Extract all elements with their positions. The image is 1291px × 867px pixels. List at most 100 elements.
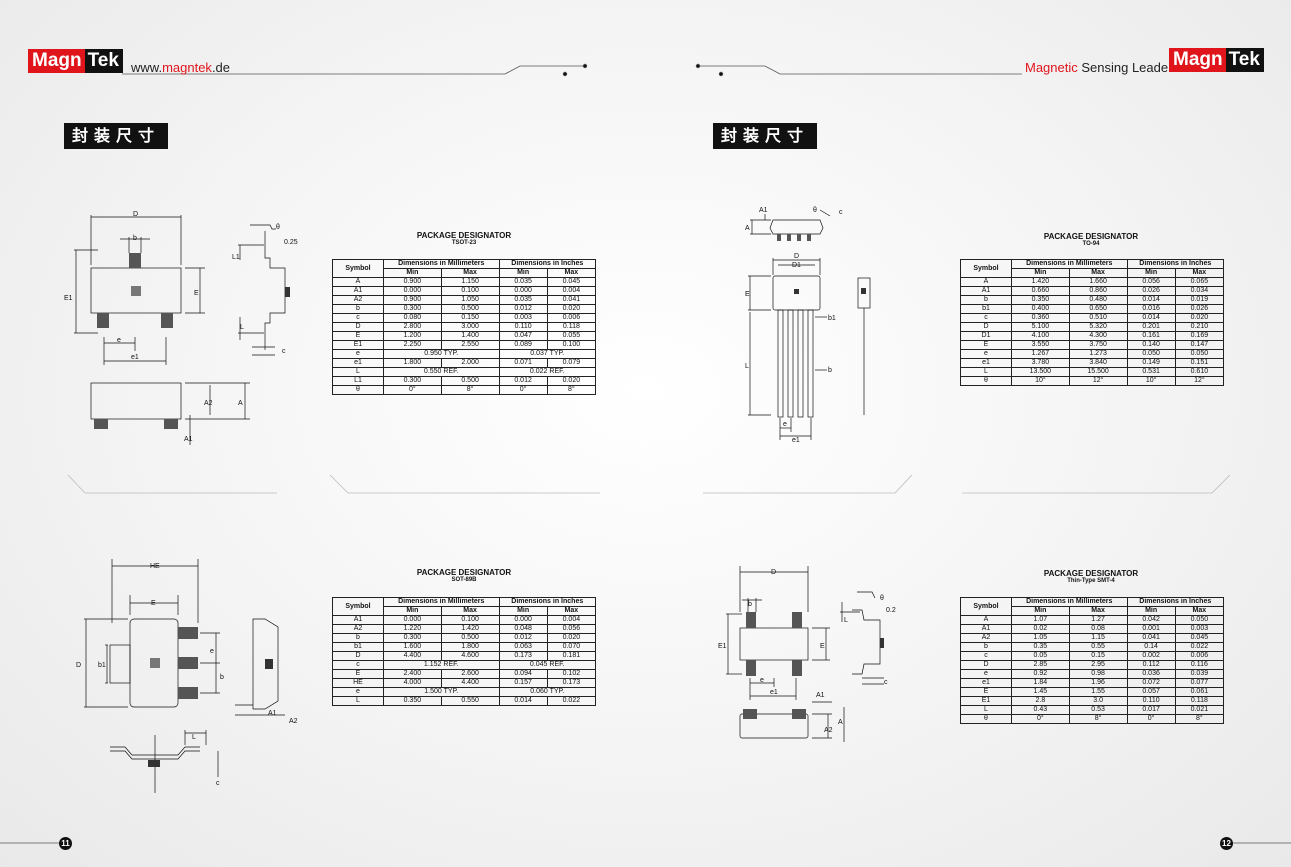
cell-inch-max: 0.020	[546, 376, 597, 386]
cell-inch-min: 0.173	[498, 651, 548, 661]
logo-tek: Tek	[1225, 48, 1264, 72]
tagline-black: Sensing Leader	[1077, 60, 1173, 75]
sot89b-dim-e: e	[210, 648, 214, 655]
cell-inch-min: 0.112	[1126, 660, 1176, 670]
cell-inch-max: 0.020	[546, 304, 597, 314]
cell-inch-max: 0.055	[546, 331, 597, 341]
cell-symbol: D	[960, 660, 1012, 670]
cell-symbol: D1	[960, 331, 1012, 341]
cell-inch-max: 0.102	[546, 669, 597, 679]
tsot23-dim-theta: θ	[276, 224, 280, 231]
cell-inch-min: 0.035	[498, 277, 548, 287]
cell-inch-max: 0.181	[546, 651, 597, 661]
sot89b-dim-b1: b1	[98, 662, 106, 669]
cell-mm-max: 3.750	[1068, 340, 1128, 350]
sot89b-dim-L: L	[192, 734, 196, 741]
to94-title: PACKAGE DESIGNATOR	[1043, 232, 1139, 241]
cell-inch-max: 0.151	[1174, 358, 1225, 368]
cell-mm-min: 0.900	[383, 277, 442, 287]
smt4-dim-b: b	[748, 601, 752, 608]
cell-inch-min: 0.042	[1126, 615, 1176, 625]
cell-mm-typ: 1.152 REF.	[383, 660, 500, 670]
cell-inch-min: 0.063	[498, 642, 548, 652]
cell-mm-min: 2.250	[383, 340, 442, 350]
min-header: Min	[1126, 268, 1176, 278]
tsot23-dim-A: A	[238, 400, 243, 407]
tsot23-dim-b: b	[133, 235, 137, 242]
cell-mm-max: 0.650	[1068, 304, 1128, 314]
cell-inch-max: 0.056	[546, 624, 597, 634]
tsot23-dim-E: E	[194, 290, 199, 297]
cell-symbol: b1	[332, 642, 384, 652]
cell-inch-min: 0.016	[1126, 304, 1176, 314]
cell-symbol: A	[960, 277, 1012, 287]
max-header: Max	[1174, 268, 1225, 278]
cell-mm-min: 2.800	[383, 322, 442, 332]
cell-inch-min: 0.041	[1126, 633, 1176, 643]
cell-inch-min: 0.048	[498, 624, 548, 634]
cell-inch-min: 0.012	[498, 376, 548, 386]
cell-inch-max: 0.118	[546, 322, 597, 332]
website-url[interactable]: www.magntek.de	[131, 60, 230, 75]
max-header: Max	[1174, 606, 1225, 616]
page-number-left: 11	[59, 837, 72, 850]
cell-symbol: A	[332, 277, 384, 287]
cell-inch-max: 8°	[1174, 714, 1225, 724]
smt4-dim-L: L	[844, 617, 848, 624]
max-header: Max	[546, 606, 597, 616]
tsot23-package: TSOT-23	[451, 240, 477, 246]
url-brand: magntek	[162, 60, 212, 75]
min-header: Min	[383, 606, 442, 616]
cell-mm-min: 0.350	[383, 696, 442, 706]
cell-inch-min: 0.003	[498, 313, 548, 323]
cell-symbol: c	[332, 313, 384, 323]
cell-symbol: b	[332, 304, 384, 314]
to94-dim-b1: b1	[828, 315, 836, 322]
cell-inch-min: 0.149	[1126, 358, 1176, 368]
cell-inch-min: 10°	[1126, 376, 1176, 386]
sot89b-dim-c: c	[216, 780, 220, 787]
cell-inch-min: 0.072	[1126, 678, 1176, 688]
cell-mm-max: 3.840	[1068, 358, 1128, 368]
tsot23-dim-e: e	[117, 337, 121, 344]
min-header: Min	[498, 606, 548, 616]
tagline-red: Magnetic	[1025, 60, 1078, 75]
cell-inch-min: 0°	[1126, 714, 1176, 724]
cell-inch-max: 8°	[546, 385, 597, 395]
url-suffix: .de	[211, 60, 231, 75]
sot89b-dim-A2: A2	[289, 718, 298, 725]
to94-dim-A: A	[745, 225, 750, 232]
cell-inch-max: 0.041	[546, 295, 597, 305]
cell-mm-max: 0.98	[1068, 669, 1128, 679]
cell-inch-min: 0.000	[498, 615, 548, 625]
smt4-dim-A2: A2	[824, 727, 833, 734]
url-prefix: www.	[131, 60, 163, 75]
tsot23-dim-c: c	[282, 348, 286, 355]
to94-dim-b: b	[828, 367, 832, 374]
cell-inch-max: 0.020	[1174, 313, 1225, 323]
cell-mm-min: 0°	[383, 385, 442, 395]
cell-mm-min: 4.000	[383, 678, 442, 688]
cell-mm-max: 0.15	[1068, 651, 1128, 661]
cell-mm-min: 0.080	[383, 313, 442, 323]
logo-magn: Magn	[1169, 48, 1226, 72]
to94-dim-e: e	[783, 421, 787, 428]
cell-mm-typ: 0.950 TYP.	[383, 349, 500, 359]
sot89b-title: PACKAGE DESIGNATOR	[416, 568, 512, 577]
cell-inch-max: 0.006	[1174, 651, 1225, 661]
smt4-dim-A: A	[838, 719, 843, 726]
